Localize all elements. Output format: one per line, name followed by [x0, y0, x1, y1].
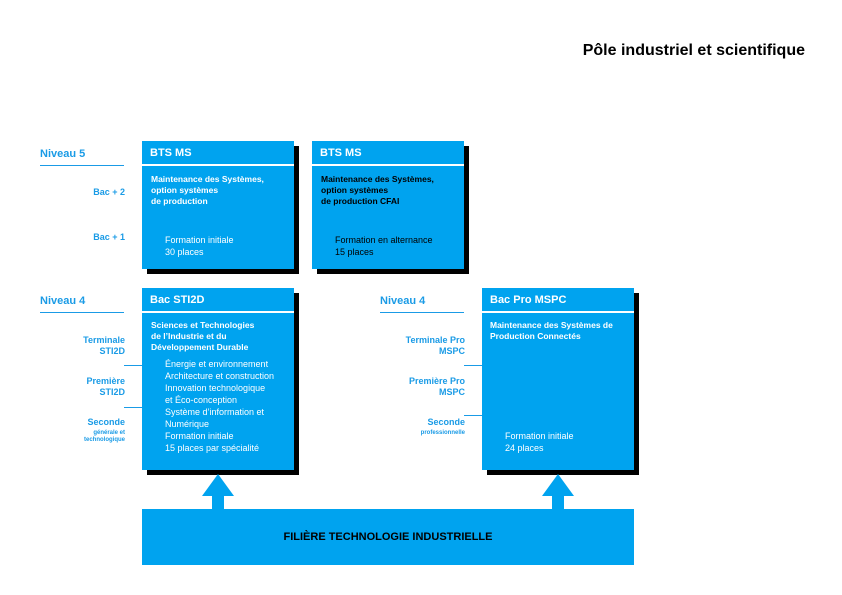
title-line: de l’Industrie et du [151, 331, 227, 341]
detail-line: Innovation technologique [165, 383, 266, 393]
label-line: Terminale [83, 335, 125, 345]
label-line: Première [86, 376, 125, 386]
bac-pro-mspc-header: Bac Pro MSPC [482, 288, 634, 313]
label-line: MSPC [438, 346, 465, 356]
detail-line: Formation initiale [165, 235, 234, 245]
bac-pro-mspc-box [482, 288, 634, 470]
terminale-sti2d-tick [124, 365, 142, 366]
label-line: générale et [93, 430, 125, 436]
detail-line: 15 places [335, 247, 374, 257]
arrow-up-left-icon [202, 474, 234, 496]
bac-pro-mspc-details: Formation initiale 24 places [505, 430, 574, 454]
niveau-5-underline [40, 165, 124, 166]
niveau-4-right-underline [380, 312, 464, 313]
bac-sti2d-box [142, 288, 294, 470]
label-line: STI2D [99, 346, 125, 356]
bac-sti2d-title: Sciences et Technologies de l’Industrie … [151, 320, 254, 353]
detail-line: Numérique [165, 419, 210, 429]
label-line: technologique [84, 437, 125, 443]
title-line: Développement Durable [151, 342, 249, 352]
seconde-pro-sublabel: professionnelle [420, 430, 465, 436]
niveau-5-label: Niveau 5 [40, 148, 86, 160]
seconde-gt-sublabel: générale et technologique [84, 430, 125, 444]
title-line: de production [151, 196, 208, 206]
bts-ms-2-details: Formation en alternance 15 places [335, 234, 433, 258]
premiere-pro-label: Première Pro MSPC [409, 376, 465, 398]
bac-pro-mspc-title: Maintenance des Systèmes de Production C… [490, 320, 613, 342]
bts-ms-1-details: Formation initiale 30 places [165, 234, 234, 258]
label-line: Première Pro [408, 376, 465, 386]
page-title: Pôle industriel et scientifique [582, 42, 805, 59]
bac-plus-2-label: Bac + 2 [93, 187, 125, 197]
seconde-pro-label: Seconde [427, 417, 465, 427]
detail-line: Formation initiale [165, 431, 234, 441]
bts-ms-1-title: Maintenance des Systèmes, option système… [151, 174, 264, 207]
detail-line: Architecture et construction [165, 371, 275, 381]
label-line: Terminale Pro [405, 335, 465, 345]
bts-ms-1-header: BTS MS [142, 141, 294, 166]
label-line: MSPC [438, 387, 465, 397]
title-line: option systèmes [321, 185, 389, 195]
premiere-sti2d-label: Première STI2D [86, 376, 125, 398]
terminale-pro-tick [464, 365, 482, 366]
title-line: Maintenance des Systèmes de [490, 320, 613, 330]
label-line: STI2D [99, 387, 125, 397]
bts-ms-2-title: Maintenance des Systèmes, option système… [321, 174, 434, 207]
niveau-4-left-label: Niveau 4 [40, 295, 86, 307]
title-line: Sciences et Technologies [151, 320, 255, 330]
title-line: Maintenance des Systèmes, [151, 174, 264, 184]
niveau-4-left-underline [40, 312, 124, 313]
bts-ms-2-header: BTS MS [312, 141, 464, 166]
filiere-bar: FILIÈRE TECHNOLOGIE INDUSTRIELLE [142, 509, 634, 565]
detail-line: Formation en alternance [335, 235, 433, 245]
detail-line: 30 places [165, 247, 204, 257]
bac-plus-1-label: Bac + 1 [93, 232, 125, 242]
title-line: de production CFAI [321, 196, 400, 206]
bac-sti2d-details: Énergie et environnement Architecture et… [165, 358, 274, 454]
terminale-pro-label: Terminale Pro MSPC [406, 335, 465, 357]
detail-line: Énergie et environnement [165, 359, 269, 369]
arrow-up-left-stem [212, 495, 224, 510]
detail-line: et Éco-conception [165, 395, 238, 405]
title-line: Production Connectés [490, 331, 581, 341]
premiere-sti2d-tick [124, 407, 142, 408]
arrow-up-right-icon [542, 474, 574, 496]
bac-sti2d-header: Bac STI2D [142, 288, 294, 313]
terminale-sti2d-label: Terminale STI2D [83, 335, 125, 357]
detail-line: 24 places [505, 443, 544, 453]
arrow-up-right-stem [552, 495, 564, 510]
detail-line: 15 places par spécialité [165, 443, 260, 453]
title-line: Maintenance des Systèmes, [321, 174, 434, 184]
detail-line: Système d’information et [165, 407, 265, 417]
title-line: option systèmes [151, 185, 219, 195]
detail-line: Formation initiale [505, 431, 574, 441]
premiere-pro-tick [464, 415, 482, 416]
seconde-gt-label: Seconde [87, 417, 125, 427]
niveau-4-right-label: Niveau 4 [380, 295, 426, 307]
